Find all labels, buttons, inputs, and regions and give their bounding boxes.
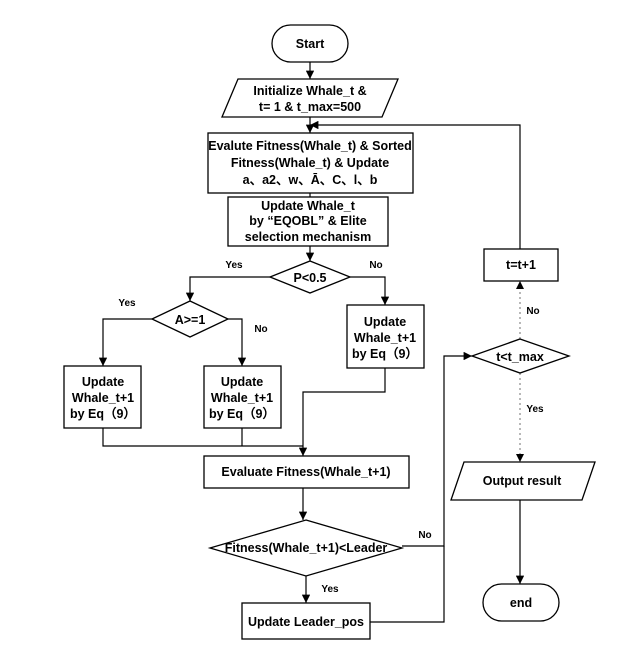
init-parallelogram (221, 78, 399, 118)
edge-p-yes (185, 276, 270, 301)
update-eqobl-line-1: Update Whale_t (261, 199, 356, 213)
update-mid-line-1: Update (221, 375, 263, 389)
p-decision-diamond (268, 260, 352, 294)
update-mid-line-2: Whale_t+1 (211, 391, 273, 405)
update-right-line-2: Whale_t+1 (354, 331, 416, 345)
update-right-line-3: by Eq（9） (352, 346, 418, 361)
update-left-box (63, 365, 142, 429)
evaluate-next-box (203, 455, 410, 489)
t-decision-node: t<t_max (470, 338, 571, 374)
end-node: end (482, 583, 560, 622)
edge-right-merge (298, 368, 386, 456)
edge-leader-join (370, 546, 445, 623)
a-decision-diamond (150, 300, 230, 338)
update-eqobl-node: Update Whale_t by “EQOBL” & Elite select… (227, 196, 389, 247)
update-left-node: Update Whale_t+1 by Eq（9） (63, 365, 142, 429)
t-no-label: No (526, 306, 539, 317)
update-left-line-3: by Eq（9） (70, 406, 136, 421)
start-label: Start (296, 37, 325, 51)
evaluate-next-node: Evaluate Fitness(Whale_t+1) (203, 455, 410, 489)
evaluate-node: Evalute Fitness(Whale_t) & Sorted Fitnes… (207, 132, 414, 194)
update-right-line-1: Update (364, 315, 406, 329)
output-parallelogram (450, 461, 596, 501)
a-decision-node: A>=1 (150, 300, 230, 338)
a-decision-label: A>=1 (175, 313, 206, 327)
update-leader-box (241, 602, 371, 640)
leader-yes-label: Yes (321, 584, 339, 595)
p-decision-label: P<0.5 (293, 271, 326, 285)
t-yes-label: Yes (526, 404, 544, 415)
update-mid-line-3: by Eq（9） (209, 406, 275, 421)
p-yes-label: Yes (225, 260, 243, 271)
end-label: end (510, 596, 532, 610)
edge-left-merge (102, 428, 303, 447)
update-left-line-1: Update (82, 375, 124, 389)
p-decision-node: P<0.5 (268, 260, 352, 294)
evaluate-line-2: Fitness(Whale_t) & Update (231, 156, 389, 170)
increment-label: t=t+1 (506, 258, 536, 272)
update-eqobl-line-2: by “EQOBL” & Elite (249, 214, 366, 228)
a-no-label: No (254, 324, 267, 335)
update-left-line-2: Whale_t+1 (72, 391, 134, 405)
evaluate-line-3: a、a2、w、Ā、C、l、b (243, 173, 378, 187)
update-leader-label: Update Leader_pos (248, 615, 364, 629)
update-right-node: Update Whale_t+1 by Eq（9） (346, 304, 425, 369)
leader-decision-node: Fitness(Whale_t+1)<Leader (207, 519, 405, 577)
evaluate-line-1: Evalute Fitness(Whale_t) & Sorted (208, 139, 412, 153)
edge-p-no (350, 276, 390, 305)
connectors (98, 62, 525, 623)
edge-labels: Yes No Yes No No Yes No Yes (118, 260, 544, 595)
increment-box (483, 248, 559, 282)
output-node: Output result (450, 461, 596, 501)
p-no-label: No (369, 260, 382, 271)
t-decision-label: t<t_max (496, 350, 544, 364)
output-label: Output result (483, 474, 562, 488)
update-mid-node: Update Whale_t+1 by Eq（9） (203, 365, 282, 429)
init-node: Initialize Whale_t & t= 1 & t_max=500 (221, 78, 399, 118)
increment-node: t=t+1 (483, 248, 559, 282)
edge-t-yes-arrowhead (516, 454, 524, 462)
update-eqobl-box (227, 196, 389, 247)
leader-decision-label: Fitness(Whale_t+1)<Leader (225, 541, 388, 555)
update-mid-box (203, 365, 282, 429)
update-right-box (346, 304, 425, 369)
start-terminator (271, 24, 349, 63)
edge-t-no-arrowhead (516, 281, 524, 289)
evaluate-next-label: Evaluate Fitness(Whale_t+1) (221, 465, 390, 479)
a-yes-label: Yes (118, 298, 136, 309)
edge-leader-no (402, 351, 472, 547)
t-decision-diamond (470, 338, 571, 374)
end-terminator (482, 583, 560, 622)
start-node: Start (271, 24, 349, 63)
edge-loop-back (310, 120, 521, 249)
init-line-1: Initialize Whale_t & (253, 84, 366, 98)
leader-no-label: No (418, 530, 431, 541)
update-eqobl-line-3: selection mechanism (245, 230, 371, 244)
update-leader-node: Update Leader_pos (241, 602, 371, 640)
init-line-2: t= 1 & t_max=500 (259, 100, 361, 114)
leader-decision-diamond (207, 519, 405, 577)
edge-a-yes (98, 318, 152, 366)
evaluate-box (207, 132, 414, 194)
edge-a-no (228, 318, 247, 366)
